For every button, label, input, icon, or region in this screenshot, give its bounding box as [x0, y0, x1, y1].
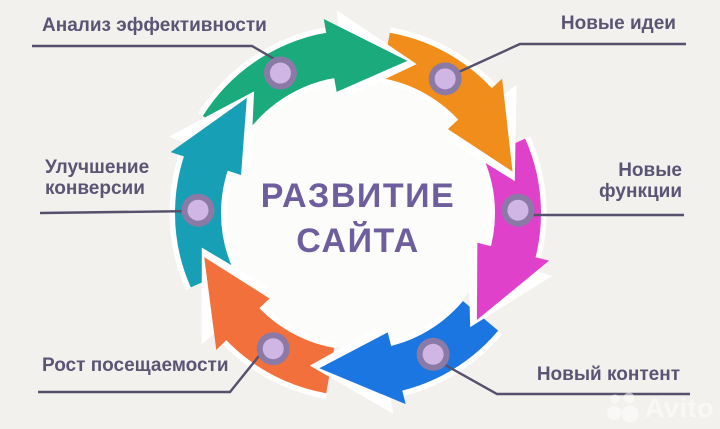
label-conversion: Улучшение конверсии [45, 157, 149, 199]
label-new-features: Новые функции [599, 160, 682, 202]
connector-line-new-ideas [449, 42, 686, 78]
arrow-head-new-content [319, 332, 406, 405]
milestone-dot-new-content [422, 343, 444, 365]
arrow-heads-layer [168, 10, 553, 414]
connector-line-conversion [39, 209, 199, 215]
arrow-head-new-ideas [447, 78, 513, 172]
label-analysis: Анализ эффективности [42, 15, 267, 36]
arrow-head-traffic-growth [204, 257, 270, 350]
arrow-head-analyze-efficiency [323, 18, 408, 92]
label-new-ideas-line1: Новые идеи [560, 13, 676, 34]
watermark-text: Avito [645, 392, 714, 423]
milestone-dot-traffic-growth [262, 338, 284, 360]
label-analysis-line1: Анализ эффективности [42, 15, 267, 36]
center-title: РАЗВИТИЕ САЙТА [261, 174, 455, 264]
center-title-line2: САЙТА [296, 222, 420, 260]
milestone-dot-new-ideas [434, 68, 456, 90]
label-new-ideas: Новые идеи [561, 13, 676, 34]
label-traffic-growth: Рост посещаемости [42, 355, 229, 376]
label-conversion-line2: конверсии [45, 178, 145, 199]
arrow-head-new-features [476, 242, 550, 321]
milestone-dot-new-features [507, 199, 529, 221]
label-conversion-line1: Улучшение [45, 157, 150, 178]
avito-logo-icon [607, 392, 639, 423]
milestone-dots-layer [181, 56, 535, 371]
connector-line-traffic-growth [38, 350, 264, 394]
label-traffic-growth-line1: Рост посещаемости [42, 355, 229, 376]
label-new-features-line2: функции [599, 181, 682, 202]
inner-disc [222, 77, 494, 349]
center-title-line1: РАЗВИТИЕ [260, 177, 456, 215]
label-new-content-line1: Новый контент [536, 364, 680, 385]
milestone-dot-improve-conversion [187, 199, 209, 221]
arrow-head-improve-conversion [170, 97, 247, 175]
label-new-content: Новый контент [537, 364, 680, 385]
milestone-dot-analyze-efficiency [269, 62, 291, 84]
watermark: Avito [606, 391, 714, 425]
label-new-features-line1: Новые [618, 160, 682, 181]
